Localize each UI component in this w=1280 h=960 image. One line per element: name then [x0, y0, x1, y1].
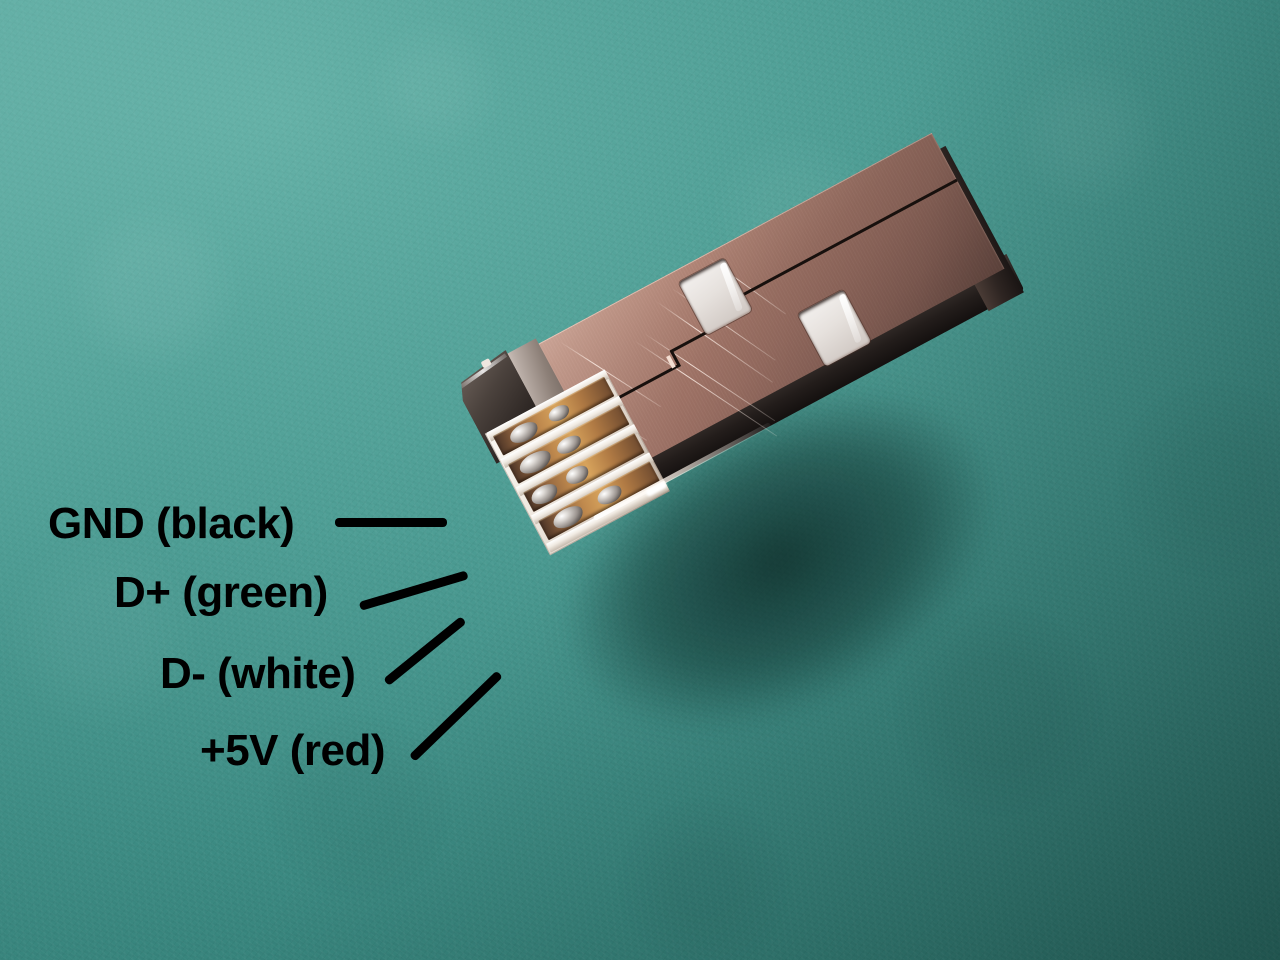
- callout-label-plus5v: +5V (red): [200, 726, 386, 775]
- callout-label-dplus: D+ (green): [114, 568, 328, 617]
- solder-blob: [545, 401, 572, 425]
- leader-line-gnd: [335, 518, 447, 527]
- end-cap-highlight: [459, 353, 507, 389]
- callout-label-dminus: D- (white): [160, 649, 356, 698]
- callout-label-gnd: GND (black): [48, 499, 295, 548]
